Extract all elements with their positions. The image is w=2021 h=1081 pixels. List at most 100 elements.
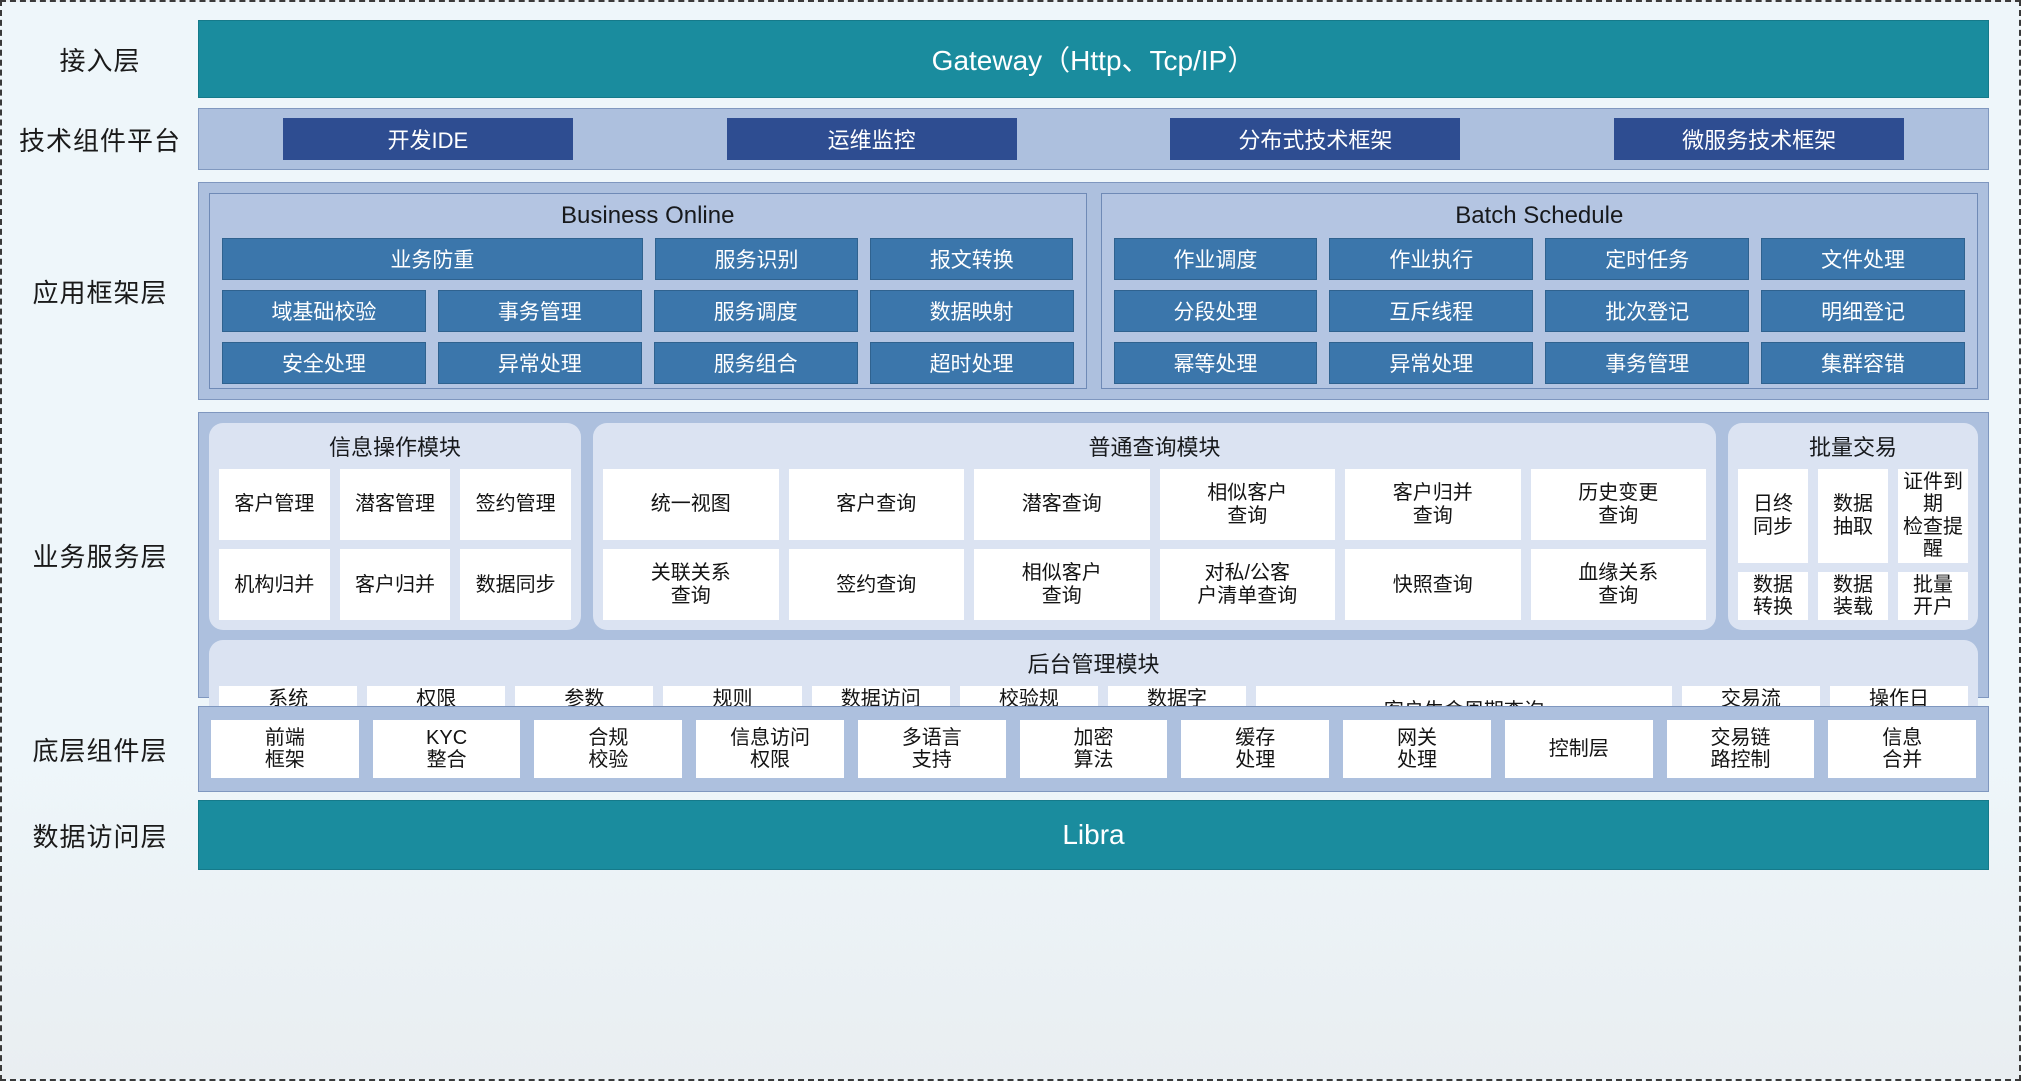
service-module-row: 机构归并客户归并数据同步	[219, 549, 572, 621]
service-module-0: 信息操作模块客户管理潜客管理签约管理机构归并客户归并数据同步	[209, 423, 581, 631]
framework-group-0: Business Online 业务防重服务识别报文转换域基础校验事务管理服务调度…	[209, 193, 1087, 389]
service-module-rows: 统一视图客户查询潜客查询相似客户查询客户归并查询历史变更查询关联关系查询签约查询…	[603, 469, 1706, 621]
gateway-bar[interactable]: Gateway（Http、Tcp/IP）	[198, 20, 1989, 98]
service-cell[interactable]: 签约查询	[788, 549, 964, 621]
layer-label-bottom-components: 底层组件层	[32, 735, 168, 766]
framework-cell[interactable]: 异常处理	[437, 342, 642, 384]
framework-cell[interactable]: 异常处理	[1329, 342, 1534, 384]
service-cell[interactable]: 潜客管理	[339, 469, 451, 541]
service-cell[interactable]: 证件到期检查提醒	[1898, 469, 1968, 563]
service-cell[interactable]: 批量开户	[1898, 571, 1968, 621]
framework-cell[interactable]: 安全处理	[222, 342, 426, 384]
framework-cell[interactable]: 业务防重	[222, 238, 643, 280]
tech-chip-2[interactable]: 分布式技术框架	[1170, 118, 1461, 160]
service-module-row: 客户管理潜客管理签约管理	[219, 469, 572, 541]
service-cell[interactable]: 机构归并	[219, 549, 330, 621]
framework-cell[interactable]: 作业调度	[1113, 238, 1318, 280]
service-cell[interactable]: 统一视图	[603, 469, 779, 541]
layer-label-tech-platform: 技术组件平台	[18, 125, 181, 156]
component-cell-5[interactable]: 加密算法	[1019, 720, 1168, 778]
business-top-modules: 信息操作模块客户管理潜客管理签约管理机构归并客户归并数据同步普通查询模块统一视图…	[209, 423, 1978, 631]
business-service-band: 信息操作模块客户管理潜客管理签约管理机构归并客户归并数据同步普通查询模块统一视图…	[198, 412, 1989, 746]
framework-cell[interactable]: 作业执行	[1329, 238, 1534, 280]
framework-row: 分段处理互斥线程批次登记明细登记	[1113, 290, 1965, 332]
framework-cell[interactable]: 互斥线程	[1329, 290, 1534, 332]
framework-cell[interactable]: 域基础校验	[222, 290, 426, 332]
component-cell-4[interactable]: 多语言支持	[857, 720, 1006, 778]
service-module-title: 普通查询模块	[1088, 435, 1221, 460]
service-cell[interactable]: 相似客户查询	[1159, 469, 1335, 541]
service-cell[interactable]: 客户归并查询	[1345, 469, 1521, 541]
service-cell[interactable]: 日终同步	[1738, 469, 1808, 563]
framework-rows: 作业调度作业执行定时任务文件处理分段处理互斥线程批次登记明细登记幂等处理异常处理…	[1113, 238, 1965, 384]
service-module-row: 日终同步数据抽取证件到期检查提醒	[1738, 469, 1968, 563]
component-cell-3[interactable]: 信息访问权限	[696, 720, 844, 778]
service-module-row: 统一视图客户查询潜客查询相似客户查询客户归并查询历史变更查询	[603, 469, 1706, 541]
framework-cell[interactable]: 定时任务	[1545, 238, 1750, 280]
component-cell-8[interactable]: 控制层	[1504, 720, 1653, 778]
service-module-row: 数据转换数据装载批量开户	[1738, 571, 1968, 621]
framework-cell[interactable]: 文件处理	[1761, 238, 1965, 280]
framework-cell[interactable]: 服务识别	[654, 238, 859, 280]
layer-data-access: 数据访问层 Libra	[2, 800, 2019, 870]
framework-cell[interactable]: 服务组合	[653, 342, 858, 384]
layer-access: 接入层 Gateway（Http、Tcp/IP）	[2, 20, 2019, 98]
service-cell[interactable]: 客户管理	[219, 469, 330, 541]
service-cell[interactable]: 快照查询	[1345, 549, 1521, 621]
framework-row: 幂等处理异常处理事务管理集群容错	[1113, 342, 1965, 384]
service-cell[interactable]: 客户归并	[339, 549, 451, 621]
framework-cell[interactable]: 数据映射	[869, 290, 1074, 332]
service-cell[interactable]: 对私/公客户清单查询	[1159, 549, 1335, 621]
tech-chip-0[interactable]: 开发IDE	[282, 118, 573, 160]
service-cell[interactable]: 数据同步	[460, 549, 572, 621]
component-cell-9[interactable]: 交易链路控制	[1666, 720, 1815, 778]
service-module-title: 信息操作模块	[328, 435, 461, 460]
framework-cell[interactable]: 集群容错	[1761, 342, 1965, 384]
framework-cell[interactable]: 分段处理	[1113, 290, 1318, 332]
component-cell-10[interactable]: 信息合并	[1828, 720, 1977, 778]
layer-label-data-access: 数据访问层	[32, 821, 168, 852]
framework-cell[interactable]: 事务管理	[437, 290, 642, 332]
service-cell[interactable]: 历史变更查询	[1530, 469, 1706, 541]
layer-tech-platform: 技术组件平台 开发IDE 运维监控 分布式技术框架 微服务技术框架	[2, 108, 2019, 170]
service-cell[interactable]: 数据抽取	[1818, 469, 1888, 563]
service-cell[interactable]: 关联关系查询	[603, 549, 779, 621]
service-module-title: 批量交易	[1808, 435, 1897, 460]
framework-group-title: Business Online	[561, 202, 735, 229]
component-cell-7[interactable]: 网关处理	[1343, 720, 1491, 778]
framework-cell[interactable]: 事务管理	[1545, 342, 1750, 384]
component-cell-0[interactable]: 前端框架	[211, 720, 359, 778]
framework-cell[interactable]: 批次登记	[1545, 290, 1750, 332]
framework-cell[interactable]: 幂等处理	[1113, 342, 1318, 384]
service-cell[interactable]: 数据转换	[1738, 571, 1808, 621]
service-cell[interactable]: 潜客查询	[974, 469, 1150, 541]
framework-cell[interactable]: 报文转换	[870, 238, 1074, 280]
tech-chip-3[interactable]: 微服务技术框架	[1614, 118, 1905, 160]
data-access-bar[interactable]: Libra	[198, 800, 1989, 870]
service-cell[interactable]: 客户查询	[788, 469, 964, 541]
admin-module-title: 后台管理模块	[1027, 652, 1160, 678]
layer-label-access: 接入层	[59, 45, 141, 76]
framework-row: 作业调度作业执行定时任务文件处理	[1113, 238, 1965, 280]
component-cell-2[interactable]: 合规校验	[534, 720, 683, 778]
layer-label-business-service: 业务服务层	[32, 541, 168, 572]
service-cell[interactable]: 数据装载	[1818, 571, 1888, 621]
service-cell[interactable]: 血缘关系查询	[1530, 549, 1706, 621]
service-cell[interactable]: 相似客户查询	[974, 549, 1150, 621]
service-module-row: 关联关系查询签约查询相似客户查询对私/公客户清单查询快照查询血缘关系查询	[603, 549, 1706, 621]
tech-chip-1[interactable]: 运维监控	[726, 118, 1017, 160]
framework-group-title: Batch Schedule	[1455, 202, 1624, 229]
layer-business-service: 业务服务层 信息操作模块客户管理潜客管理签约管理机构归并客户归并数据同步普通查询…	[2, 412, 2019, 746]
service-cell[interactable]: 签约管理	[460, 469, 572, 541]
framework-cell[interactable]: 服务调度	[653, 290, 858, 332]
framework-cell[interactable]: 明细登记	[1761, 290, 1965, 332]
framework-cell[interactable]: 超时处理	[869, 342, 1074, 384]
service-module-rows: 日终同步数据抽取证件到期检查提醒数据转换数据装载批量开户	[1738, 469, 1968, 621]
component-cell-6[interactable]: 缓存处理	[1181, 720, 1330, 778]
